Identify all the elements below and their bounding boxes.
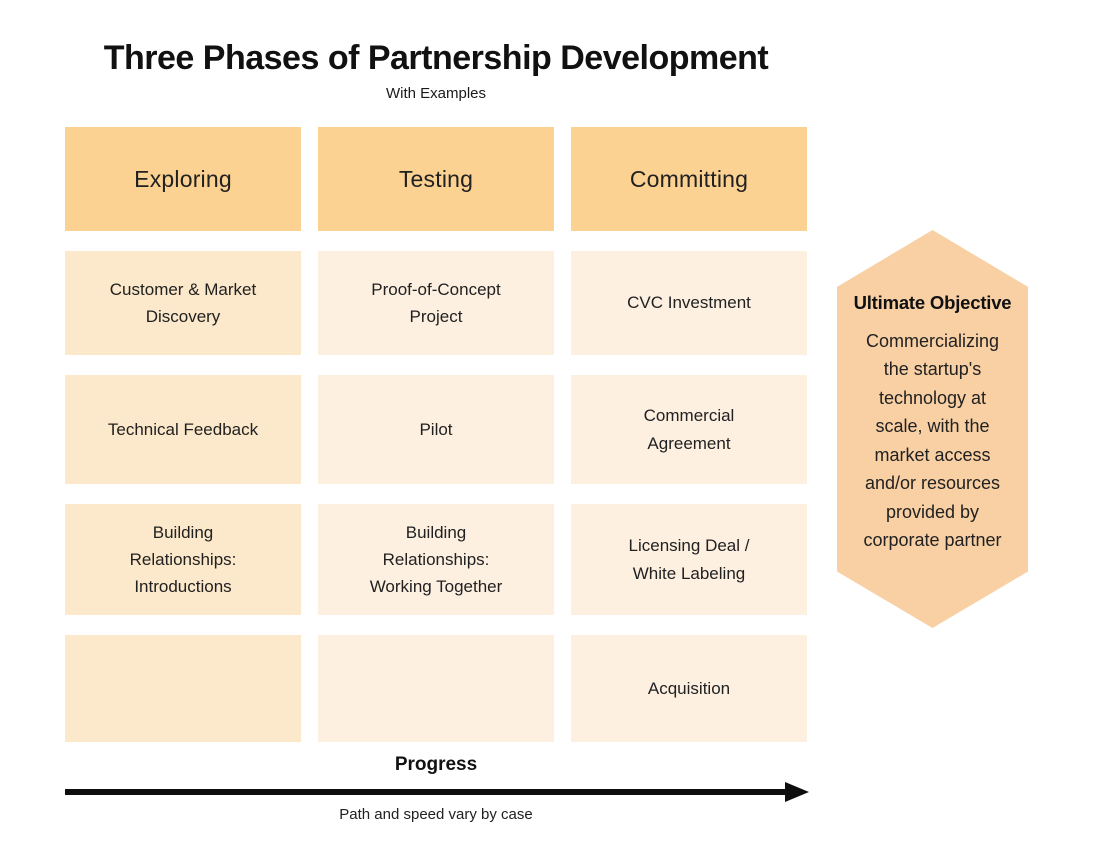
page-title: Three Phases of Partnership Development xyxy=(103,39,769,77)
cell-committing-2: Commercial Agreement xyxy=(571,375,807,484)
progress-label: Progress xyxy=(394,754,478,775)
cell-committing-4: Acquisition xyxy=(571,635,807,742)
progress-arrow-icon xyxy=(65,780,810,804)
cell-exploring-4-empty xyxy=(65,635,301,742)
phase-header-exploring: Exploring xyxy=(65,127,301,231)
cell-testing-3: Building Relationships: Working Together xyxy=(318,504,554,615)
ultimate-objective-content: Ultimate Objective Commercializing the s… xyxy=(837,230,1028,555)
cell-exploring-1: Customer & Market Discovery xyxy=(65,251,301,355)
progress-caption: Path and speed vary by case xyxy=(339,806,533,823)
cell-exploring-2: Technical Feedback xyxy=(65,375,301,484)
phase-header-committing: Committing xyxy=(571,127,807,231)
cell-exploring-3: Building Relationships: Introductions xyxy=(65,504,301,615)
cell-committing-3: Licensing Deal / White Labeling xyxy=(571,504,807,615)
ultimate-objective-title: Ultimate Objective xyxy=(853,292,1012,313)
page-subtitle: With Examples xyxy=(385,85,487,102)
ultimate-objective-shape: Ultimate Objective Commercializing the s… xyxy=(837,230,1028,628)
cell-testing-1: Proof-of-Concept Project xyxy=(318,251,554,355)
ultimate-objective-body: Commercializing the startup's technology… xyxy=(863,331,1002,551)
cell-testing-4-empty xyxy=(318,635,554,742)
phases-grid: Exploring Testing Committing Customer & … xyxy=(65,127,807,742)
phase-header-testing: Testing xyxy=(318,127,554,231)
cell-committing-1: CVC Investment xyxy=(571,251,807,355)
cell-testing-2: Pilot xyxy=(318,375,554,484)
heading-block: Three Phases of Partnership Development … xyxy=(65,40,807,102)
